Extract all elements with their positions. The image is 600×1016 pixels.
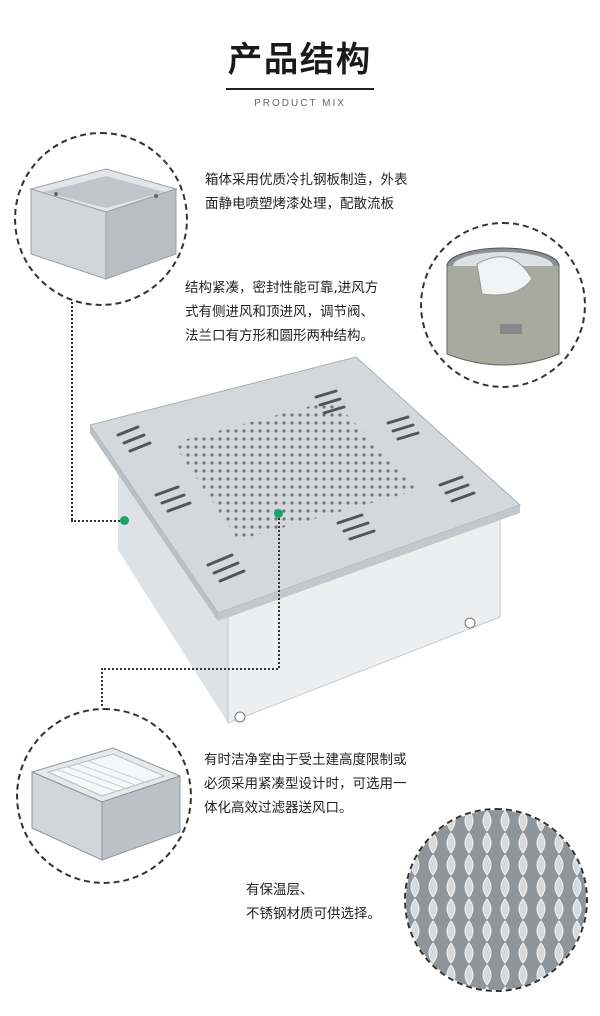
title-underline (226, 88, 374, 90)
detail-circle-filter (16, 708, 192, 884)
connector-line-2-down (101, 668, 103, 710)
marker-dot-2 (274, 509, 283, 518)
connector-line-1-vertical (71, 302, 73, 520)
feature-text-compact: 有时洁净室由于受土建高度限制或 必须采用紧凑型设计时，可选用一 体化高效过滤器送… (204, 752, 407, 816)
insulation-texture (406, 810, 586, 990)
detail-circle-insulation (404, 808, 588, 992)
feature-text-structure: 结构紧凑，密封性能可靠,进风方 式有侧进风和顶进风，调节阀、 法兰口有方形和圆形… (185, 280, 379, 344)
filter-illustration (30, 747, 182, 861)
feature-text-material: 有保温层、 不锈钢材质可供选择。 (246, 882, 381, 922)
detail-circle-housing (14, 132, 188, 306)
feature-text-housing: 箱体采用优质冷扎钢板制造，外表 面静电喷塑烤漆处理，配散流板 (205, 172, 408, 212)
diffuser-illustration (89, 356, 521, 724)
page-title: 产品结构 (228, 40, 372, 80)
connector-line-2-vertical (278, 518, 280, 668)
housing-illustration (29, 168, 178, 280)
connector-line-1-horizontal (71, 520, 123, 522)
page-subtitle: PRODUCT MIX (254, 98, 346, 109)
detail-circle-damper (420, 222, 586, 388)
damper-illustration (446, 247, 560, 366)
marker-dot-1 (120, 516, 129, 525)
connector-line-2-horizontal (101, 668, 278, 670)
main-product-image (88, 355, 528, 735)
